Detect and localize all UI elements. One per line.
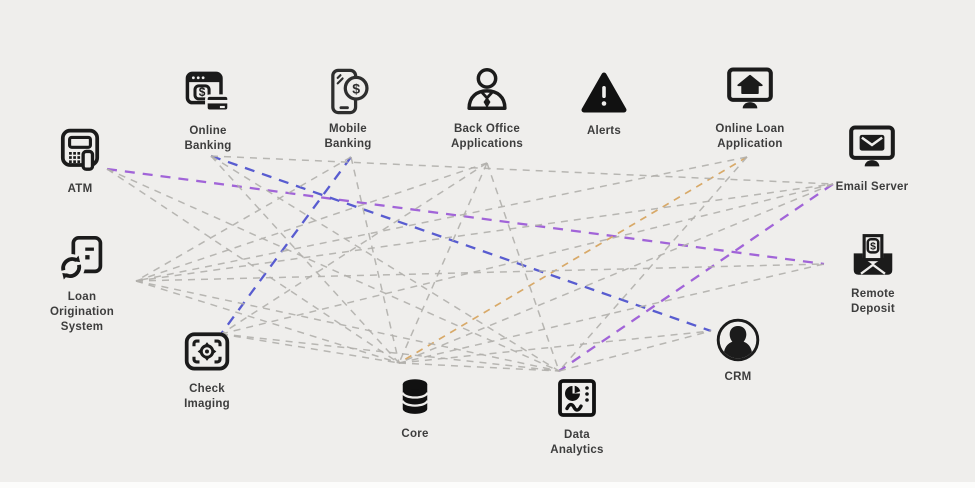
- connection-email-server--core: [398, 183, 834, 364]
- connection-check-imaging--email-server: [220, 183, 834, 335]
- node-mobile-banking: $ Mobile Banking: [283, 65, 413, 152]
- node-back-office-applications: Back Office Applications: [422, 65, 552, 152]
- connection-atm--remote-deposit: [106, 167, 825, 266]
- crm-person-circle-icon: [713, 313, 763, 367]
- bottom-strip: [0, 482, 975, 488]
- connection-back-office-applications--data-analytics: [486, 162, 560, 372]
- monitor-envelope-icon: [845, 123, 899, 177]
- node-label-data-analytics: Data Analytics: [550, 429, 604, 456]
- connection-mobile-banking--core: [350, 156, 400, 364]
- connection-check-imaging--core: [220, 333, 400, 364]
- mobile-banking-phone-icon: $: [322, 65, 374, 119]
- node-label-remote-deposit: Remote Deposit: [851, 288, 895, 315]
- node-label-check-imaging: Check Imaging: [184, 383, 230, 410]
- monitor-house-icon: [723, 65, 777, 119]
- node-label-loan-origination-system: Loan Origination System: [49, 291, 115, 333]
- node-core: Core: [350, 370, 480, 442]
- online-banking-browser-icon: $: [182, 67, 234, 121]
- connection-email-server--data-analytics: [558, 183, 834, 372]
- node-loan-origination-system: Loan Origination System: [17, 233, 147, 335]
- node-label-online-banking: Online Banking: [184, 125, 232, 152]
- connection-online-loan-application--data-analytics: [558, 156, 748, 372]
- connection-core--crm: [398, 330, 712, 364]
- connection-core--data-analytics: [398, 362, 560, 372]
- node-online-loan-application: Online Loan Application: [685, 65, 815, 152]
- connection-online-loan-application--core: [398, 156, 748, 364]
- node-label-mobile-banking: Mobile Banking: [324, 123, 372, 150]
- connection-online-banking--data-analytics: [210, 155, 560, 372]
- connection-atm--data-analytics: [106, 168, 560, 372]
- node-email-server: Email Server: [807, 123, 937, 195]
- document-sync-icon: [56, 233, 108, 287]
- connection-back-office-applications--core: [398, 162, 488, 364]
- svg-text:$: $: [199, 85, 206, 99]
- node-label-online-loan-application: Online Loan Application: [715, 123, 785, 150]
- node-label-back-office-applications: Back Office Applications: [450, 123, 523, 150]
- node-atm: ATM: [15, 125, 145, 197]
- alert-triangle-icon: [580, 67, 628, 121]
- connection-check-imaging--data-analytics: [220, 333, 560, 372]
- node-crm: CRM: [673, 313, 803, 385]
- connection-data-analytics--crm: [558, 330, 712, 372]
- connection-mobile-banking--loan-origination-system: [135, 156, 352, 282]
- database-cylinder-icon: [394, 370, 436, 424]
- connection-loan-origination-system--back-office-applications: [135, 162, 488, 282]
- node-label-email-server: Email Server: [835, 181, 909, 193]
- deposit-envelope-icon: $: [848, 230, 898, 284]
- node-data-analytics: Data Analytics: [512, 371, 642, 458]
- analytics-board-icon: [553, 371, 601, 425]
- connection-loan-origination-system--email-server: [135, 183, 834, 282]
- connection-loan-origination-system--remote-deposit: [135, 263, 825, 282]
- node-label-core: Core: [401, 428, 429, 440]
- connection-loan-origination-system--core: [135, 280, 400, 364]
- connection-atm--core: [106, 168, 400, 364]
- connection-online-banking--crm: [210, 154, 712, 333]
- node-alerts: Alerts: [539, 67, 669, 139]
- node-label-atm: ATM: [67, 183, 93, 195]
- check-scan-icon: [180, 325, 234, 379]
- atm-machine-icon: [55, 125, 105, 179]
- node-label-alerts: Alerts: [586, 125, 622, 137]
- node-remote-deposit: $ Remote Deposit: [808, 230, 938, 317]
- node-label-crm: CRM: [724, 371, 752, 383]
- svg-text:$: $: [870, 242, 876, 253]
- node-check-imaging: Check Imaging: [142, 325, 272, 412]
- back-office-person-icon: [461, 65, 513, 119]
- connection-back-office-applications--check-imaging: [220, 162, 488, 335]
- node-online-banking: $ Online Banking: [143, 67, 273, 154]
- connection-mobile-banking--check-imaging: [220, 156, 352, 335]
- svg-text:$: $: [352, 81, 360, 97]
